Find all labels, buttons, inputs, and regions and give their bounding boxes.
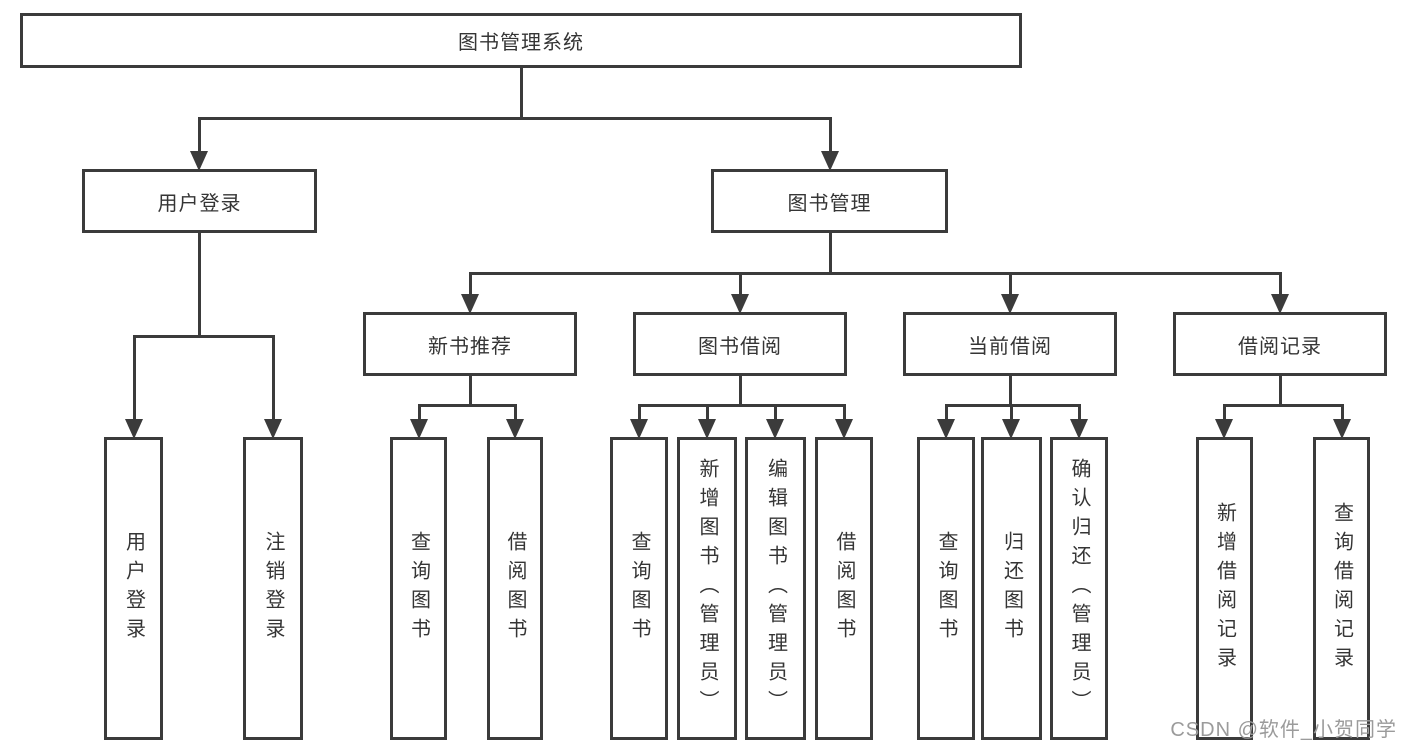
connector-line — [1223, 404, 1226, 420]
connector-line — [843, 404, 846, 420]
connector-line — [272, 335, 275, 420]
node-leaf-add-record: 新增借阅记录 — [1196, 437, 1253, 740]
arrow-head — [1271, 294, 1289, 314]
arrow-head — [1070, 419, 1088, 439]
connector-line — [739, 375, 742, 406]
arrow-head — [766, 419, 784, 439]
connector-line — [418, 404, 517, 407]
node-book-mgmt: 图书管理 — [711, 169, 948, 233]
node-leaf-logout: 注销登录 — [243, 437, 303, 740]
node-book-borrow: 图书借阅 — [633, 312, 847, 376]
node-root: 图书管理系统 — [20, 13, 1022, 68]
node-label: 查询借阅记录 — [1330, 501, 1353, 676]
node-label: 当前借阅 — [968, 335, 1052, 358]
connector-line — [829, 232, 832, 274]
connector-line — [1223, 404, 1344, 407]
arrow-head — [698, 419, 716, 439]
node-current-borrow: 当前借阅 — [903, 312, 1117, 376]
node-leaf-edit-book: 编辑图书（管理员） — [745, 437, 806, 740]
connector-line — [1010, 404, 1013, 420]
node-label: 图书借阅 — [698, 335, 782, 358]
node-leaf-query-book-2: 查询图书 — [610, 437, 668, 740]
arrow-head — [410, 419, 428, 439]
node-leaf-add-book: 新增图书（管理员） — [677, 437, 737, 740]
node-label: 编辑图书（管理员） — [764, 458, 787, 719]
arrow-head — [821, 151, 839, 171]
connector-line — [469, 375, 472, 406]
connector-line — [1341, 404, 1344, 420]
connector-line — [1009, 272, 1012, 295]
node-borrow-records: 借阅记录 — [1173, 312, 1387, 376]
arrow-head — [1001, 294, 1019, 314]
connector-line — [198, 232, 201, 337]
arrow-head — [264, 419, 282, 439]
node-leaf-return-book: 归还图书 — [981, 437, 1042, 740]
node-new-book-rec: 新书推荐 — [363, 312, 577, 376]
node-leaf-user-login: 用户登录 — [104, 437, 163, 740]
node-leaf-confirm-return: 确认归还（管理员） — [1050, 437, 1108, 740]
connector-line — [514, 404, 517, 420]
connector-line — [706, 404, 709, 420]
connector-line — [133, 335, 136, 420]
arrow-head — [731, 294, 749, 314]
node-label: 新书推荐 — [428, 335, 512, 358]
connector-line — [418, 404, 421, 420]
connector-line — [774, 404, 777, 420]
connector-line — [829, 117, 832, 152]
arrow-head — [1333, 419, 1351, 439]
watermark: CSDN @软件_小贺同学 — [1170, 719, 1397, 741]
node-label: 借阅记录 — [1238, 335, 1322, 358]
arrow-head — [1215, 419, 1233, 439]
connector-line — [198, 117, 201, 152]
arrow-head — [937, 419, 955, 439]
connector-line — [638, 404, 641, 420]
connector-line — [1078, 404, 1081, 420]
node-label: 借阅图书 — [833, 530, 855, 647]
node-label: 用户登录 — [122, 530, 145, 647]
connector-line — [469, 272, 472, 295]
node-leaf-borrow-book-1: 借阅图书 — [487, 437, 543, 740]
connector-line — [1279, 375, 1282, 406]
connector-line — [1279, 272, 1282, 295]
connector-line — [133, 335, 275, 338]
connector-line — [469, 272, 1282, 275]
arrow-head — [835, 419, 853, 439]
arrow-head — [125, 419, 143, 439]
arrow-head — [506, 419, 524, 439]
node-label: 查询图书 — [628, 530, 650, 647]
connector-line — [198, 117, 832, 120]
node-leaf-borrow-book-2: 借阅图书 — [815, 437, 873, 740]
node-label: 用户登录 — [157, 192, 242, 215]
node-leaf-query-book-3: 查询图书 — [917, 437, 975, 740]
connector-line — [945, 404, 1081, 407]
node-label: 借阅图书 — [504, 530, 526, 647]
connector-line — [739, 272, 742, 295]
connector-line — [638, 404, 846, 407]
node-label: 新增图书（管理员） — [696, 458, 718, 719]
node-label: 图书管理 — [787, 192, 872, 215]
node-label: 查询图书 — [407, 530, 430, 647]
node-leaf-query-book-1: 查询图书 — [390, 437, 447, 740]
node-user-login: 用户登录 — [82, 169, 317, 233]
arrow-head — [1002, 419, 1020, 439]
connector-line — [520, 67, 523, 119]
node-label: 新增借阅记录 — [1213, 501, 1236, 676]
node-label: 查询图书 — [935, 530, 957, 647]
node-label: 图书管理系统 — [458, 32, 584, 54]
arrow-head — [461, 294, 479, 314]
node-leaf-query-record: 查询借阅记录 — [1313, 437, 1370, 740]
arrow-head — [630, 419, 648, 439]
node-label: 归还图书 — [1000, 530, 1023, 647]
connector-line — [945, 404, 948, 420]
arrow-head — [190, 151, 208, 171]
connector-line — [1009, 375, 1012, 406]
node-label: 注销登录 — [262, 530, 284, 647]
node-label: 确认归还（管理员） — [1068, 458, 1090, 719]
